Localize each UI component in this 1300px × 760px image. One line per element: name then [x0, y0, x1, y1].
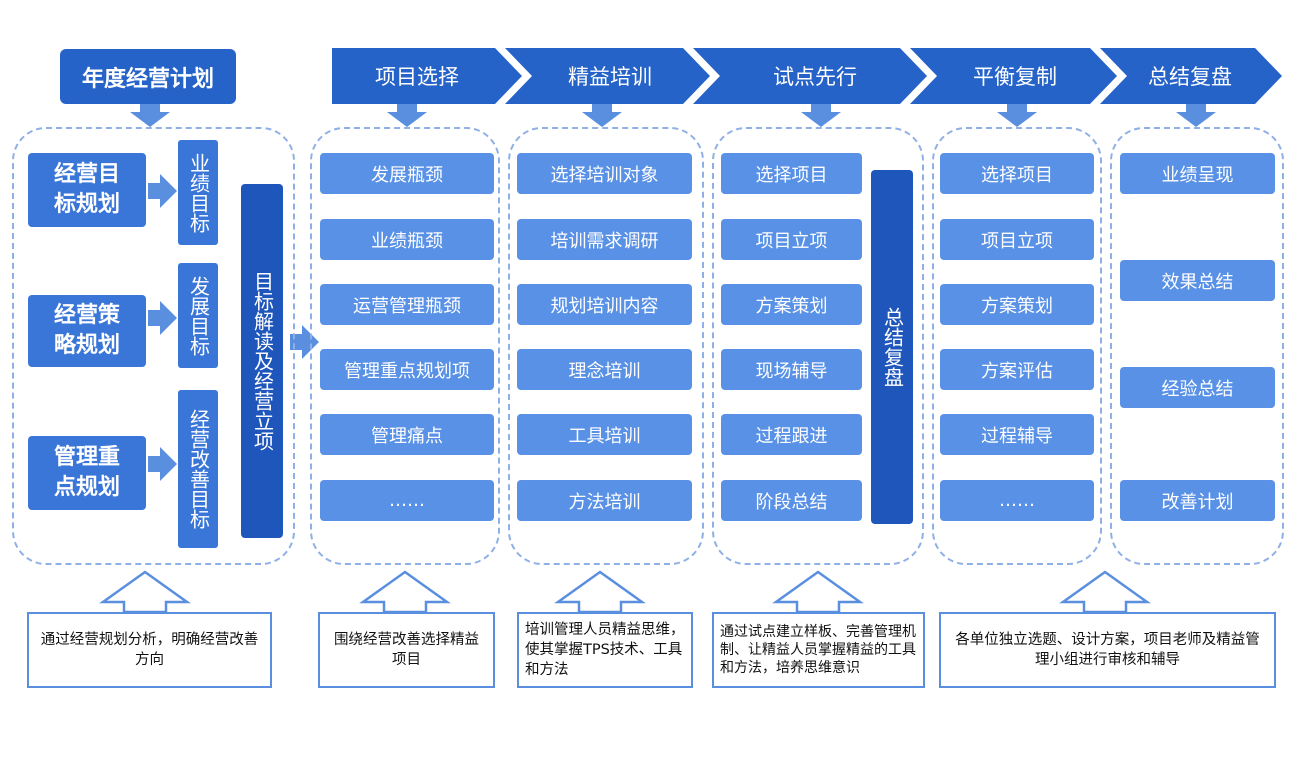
replication-group [932, 127, 1102, 565]
target-improvement: 经营改善目标 [178, 390, 218, 548]
planning-item-business-strategy: 经营策略规划 [28, 295, 146, 367]
right-arrow-icon [290, 325, 319, 359]
down-arrow-icon [997, 104, 1037, 127]
lean-training-item: 培训需求调研 [517, 219, 692, 260]
planning-group [12, 127, 295, 565]
pilot-item: 阶段总结 [721, 480, 862, 521]
replication-item: 选择项目 [940, 153, 1094, 194]
down-arrow-icon [801, 104, 841, 127]
phase-chevron-1 [332, 48, 522, 104]
project-selection-item: 业绩瓶颈 [320, 219, 494, 260]
project-selection-item: 运营管理瓶颈 [320, 284, 494, 325]
up-arrow-icon [1059, 570, 1151, 614]
summary-item: 经验总结 [1120, 367, 1275, 408]
note-planning: 通过经营规划分析，明确经营改善方向 [27, 612, 272, 688]
summary-item: 业绩呈现 [1120, 153, 1275, 194]
project-selection-item: 管理重点规划项 [320, 349, 494, 390]
summary-item: 效果总结 [1120, 260, 1275, 301]
phase-chevron-3 [693, 48, 927, 104]
note-lean-training: 培训管理人员精益思维，使其掌握TPS技术、工具和方法 [517, 612, 693, 688]
phase-label-lean-training: 精益培训 [568, 65, 652, 89]
replication-item: 方案评估 [940, 349, 1094, 390]
up-arrow-icon [772, 570, 864, 614]
target-interpretation-bar: 目标解读及经营立项 [241, 184, 283, 538]
down-arrow-icon [582, 104, 622, 127]
phase-chevron-4 [910, 48, 1117, 104]
right-arrow-icon [148, 174, 177, 208]
replication-item: 方案策划 [940, 284, 1094, 325]
lean-training-item: 工具培训 [517, 414, 692, 455]
pilot-item: 项目立项 [721, 219, 862, 260]
pilot-item: 方案策划 [721, 284, 862, 325]
up-arrow-icon [554, 570, 646, 614]
project-selection-item: 管理痛点 [320, 414, 494, 455]
planning-item-management-focus: 管理重点规划 [28, 436, 146, 510]
summary-item: 改善计划 [1120, 480, 1275, 521]
project-selection-item: …… [320, 480, 494, 521]
right-arrow-icon [148, 447, 177, 481]
annual-plan-title: 年度经营计划 [60, 49, 236, 104]
lean-training-item: 方法培训 [517, 480, 692, 521]
right-arrow-icon [148, 301, 177, 335]
target-development: 发展目标 [178, 263, 218, 368]
target-performance: 业绩目标 [178, 140, 218, 245]
planning-item-business-goal: 经营目标规划 [28, 153, 146, 227]
phase-label-summary: 总结复盘 [1148, 65, 1232, 89]
replication-item: 过程辅导 [940, 414, 1094, 455]
pilot-review-bar: 总结复盘 [871, 170, 913, 524]
note-replication: 各单位独立选题、设计方案，项目老师及精益管理小组进行审核和辅导 [939, 612, 1276, 688]
pilot-item: 现场辅导 [721, 349, 862, 390]
pilot-group [712, 127, 924, 565]
down-arrow-icon [130, 104, 170, 127]
replication-item: 项目立项 [940, 219, 1094, 260]
replication-item: …… [940, 480, 1094, 521]
lean-training-item: 规划培训内容 [517, 284, 692, 325]
phase-chevron-5 [1100, 48, 1282, 104]
summary-group [1110, 127, 1284, 565]
project-selection-group [310, 127, 500, 565]
project-selection-item: 发展瓶颈 [320, 153, 494, 194]
pilot-item: 选择项目 [721, 153, 862, 194]
up-arrow-icon [99, 570, 191, 614]
lean-training-group [508, 127, 704, 565]
note-pilot: 通过试点建立样板、完善管理机制、让精益人员掌握精益的工具和方法，培养思维意识 [712, 612, 925, 688]
phase-chevron-2 [505, 48, 710, 104]
note-project-selection: 围绕经营改善选择精益项目 [318, 612, 495, 688]
phase-label-project-selection: 项目选择 [375, 65, 459, 89]
lean-training-item: 理念培训 [517, 349, 692, 390]
pilot-item: 过程跟进 [721, 414, 862, 455]
phase-label-pilot: 试点先行 [773, 65, 857, 89]
phase-label-replication: 平衡复制 [973, 65, 1057, 89]
lean-training-item: 选择培训对象 [517, 153, 692, 194]
down-arrow-icon [387, 104, 427, 127]
down-arrow-icon [1176, 104, 1216, 127]
up-arrow-icon [359, 570, 451, 614]
